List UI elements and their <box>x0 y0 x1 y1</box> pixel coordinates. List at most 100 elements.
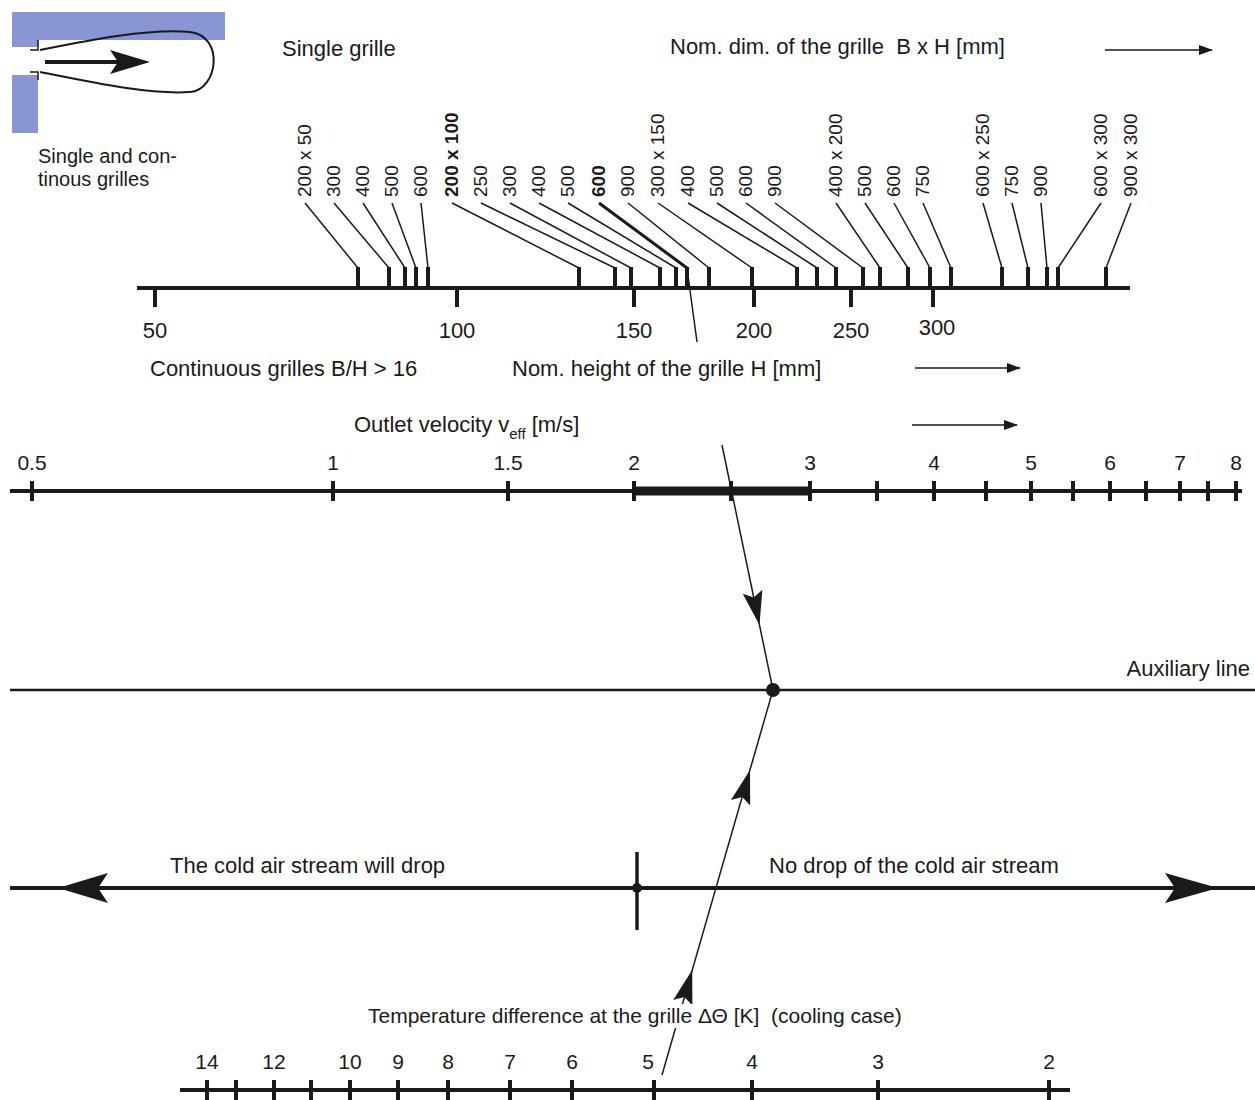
tick-mark <box>1206 481 1210 501</box>
scale-value: 8 <box>1230 451 1242 475</box>
velocity-axis <box>10 481 1242 501</box>
scale-value: 7 <box>504 1050 516 1074</box>
tick-mark <box>752 286 756 307</box>
scale-value: 8 <box>442 1050 454 1074</box>
tick-mark <box>652 1080 656 1100</box>
grille-dimension: 600 <box>588 165 610 197</box>
tick-mark <box>717 203 817 268</box>
axis-label: Continuous grilles B/H > 16 <box>150 356 417 381</box>
auxiliary-line <box>10 689 1255 692</box>
tick-mark <box>1047 1080 1051 1100</box>
scale-value: 14 <box>195 1050 218 1074</box>
tick-mark <box>949 267 953 289</box>
scale-value: 6 <box>1104 451 1116 475</box>
scale-value: 5 <box>1025 451 1037 475</box>
scale-value: 200 <box>736 318 773 343</box>
tick-mark <box>1071 481 1075 501</box>
tick-mark <box>403 267 407 289</box>
grille-dimension: 300 <box>323 165 345 197</box>
tick-mark <box>876 1080 880 1100</box>
tick-mark <box>1104 267 1108 289</box>
grille-dimension: 300 x 150 <box>647 114 669 197</box>
grille-dimension: 600 x 300 <box>1090 114 1112 197</box>
scale-value: 300 <box>919 315 956 340</box>
scale-value: 150 <box>616 318 653 343</box>
tick-mark <box>272 1080 276 1100</box>
scale-value: 2 <box>1043 1050 1055 1074</box>
tick-mark <box>1045 267 1049 289</box>
grille-dimension: 500 <box>381 165 403 197</box>
grille-dimension: 400 <box>528 165 550 197</box>
tick-mark <box>1000 267 1004 289</box>
tick-mark <box>865 203 908 268</box>
grille-dimension: 500 <box>854 165 876 197</box>
grille-dimension: 500 <box>557 165 579 197</box>
axis-label: Nom. dim. of the grille B x H [mm] <box>670 34 1005 59</box>
scale-value: 5 <box>642 1050 654 1074</box>
drop-line <box>10 852 1255 930</box>
tick-mark <box>613 267 617 289</box>
scale-value: 10 <box>338 1050 361 1074</box>
tick-mark <box>392 203 416 268</box>
scale-value: 0.5 <box>17 451 46 475</box>
tick-mark <box>1234 481 1238 501</box>
tick-mark <box>923 203 951 268</box>
tick-mark <box>205 1080 209 1100</box>
tick-mark <box>795 267 799 289</box>
tick-mark <box>1041 203 1047 268</box>
tick-mark <box>849 286 853 307</box>
direction-arrow <box>912 424 1017 426</box>
grille-dimension: 900 x 300 <box>1120 114 1142 197</box>
tick-mark <box>1012 203 1028 268</box>
tick-mark <box>455 286 459 307</box>
tick-mark <box>707 267 711 289</box>
grille-dimension: 600 <box>410 165 432 197</box>
grille-dimension: 500 <box>706 165 728 197</box>
tick-mark <box>363 203 405 268</box>
tick-mark <box>331 481 335 501</box>
tick-mark <box>674 267 678 289</box>
tick-mark <box>836 203 880 268</box>
tick-mark <box>387 267 391 289</box>
grille-illustration <box>12 12 225 133</box>
axis-label: The cold air stream will drop <box>170 853 445 878</box>
tick-mark <box>577 267 581 289</box>
tick-mark <box>348 1080 352 1100</box>
grille-dimension: 200 x 50 <box>294 124 316 197</box>
tick-mark <box>1026 267 1030 289</box>
height-axis <box>137 267 1130 307</box>
tick-mark <box>834 267 838 289</box>
tick-mark <box>628 203 709 268</box>
tick-mark <box>629 267 633 289</box>
axis-label: Nom. height of the grille H [mm] <box>512 356 821 381</box>
tick-mark <box>1058 203 1101 268</box>
tick-mark <box>570 1080 574 1100</box>
grille-dimension: 900 <box>764 165 786 197</box>
tick-mark <box>750 1080 754 1100</box>
tick-mark <box>452 203 579 268</box>
construction-line <box>599 203 780 1075</box>
grille-dimension: 250 <box>470 165 492 197</box>
tick-mark <box>334 203 389 268</box>
scale-value: 3 <box>872 1050 884 1074</box>
tick-mark <box>658 267 662 289</box>
scale-value: 3 <box>804 451 816 475</box>
grille-dimension: 600 x 250 <box>972 114 994 197</box>
axis-label: Single and con- tinous grilles <box>38 145 190 191</box>
tick-mark <box>446 1080 450 1100</box>
grille-dimension: 400 x 200 <box>825 114 847 197</box>
tick-mark <box>932 481 936 501</box>
tick-mark <box>632 481 636 501</box>
tick-mark <box>931 286 935 307</box>
tick-mark <box>878 267 882 289</box>
tick-mark <box>1108 481 1112 501</box>
tick-mark <box>894 203 930 268</box>
scale-value: 12 <box>262 1050 285 1074</box>
tick-mark <box>1144 481 1148 501</box>
axis-label: eff <box>509 425 525 442</box>
axis-label: Outlet velocity v <box>354 412 509 437</box>
tick-mark <box>906 267 910 289</box>
tick-mark <box>356 267 360 289</box>
tick-mark <box>775 203 863 268</box>
